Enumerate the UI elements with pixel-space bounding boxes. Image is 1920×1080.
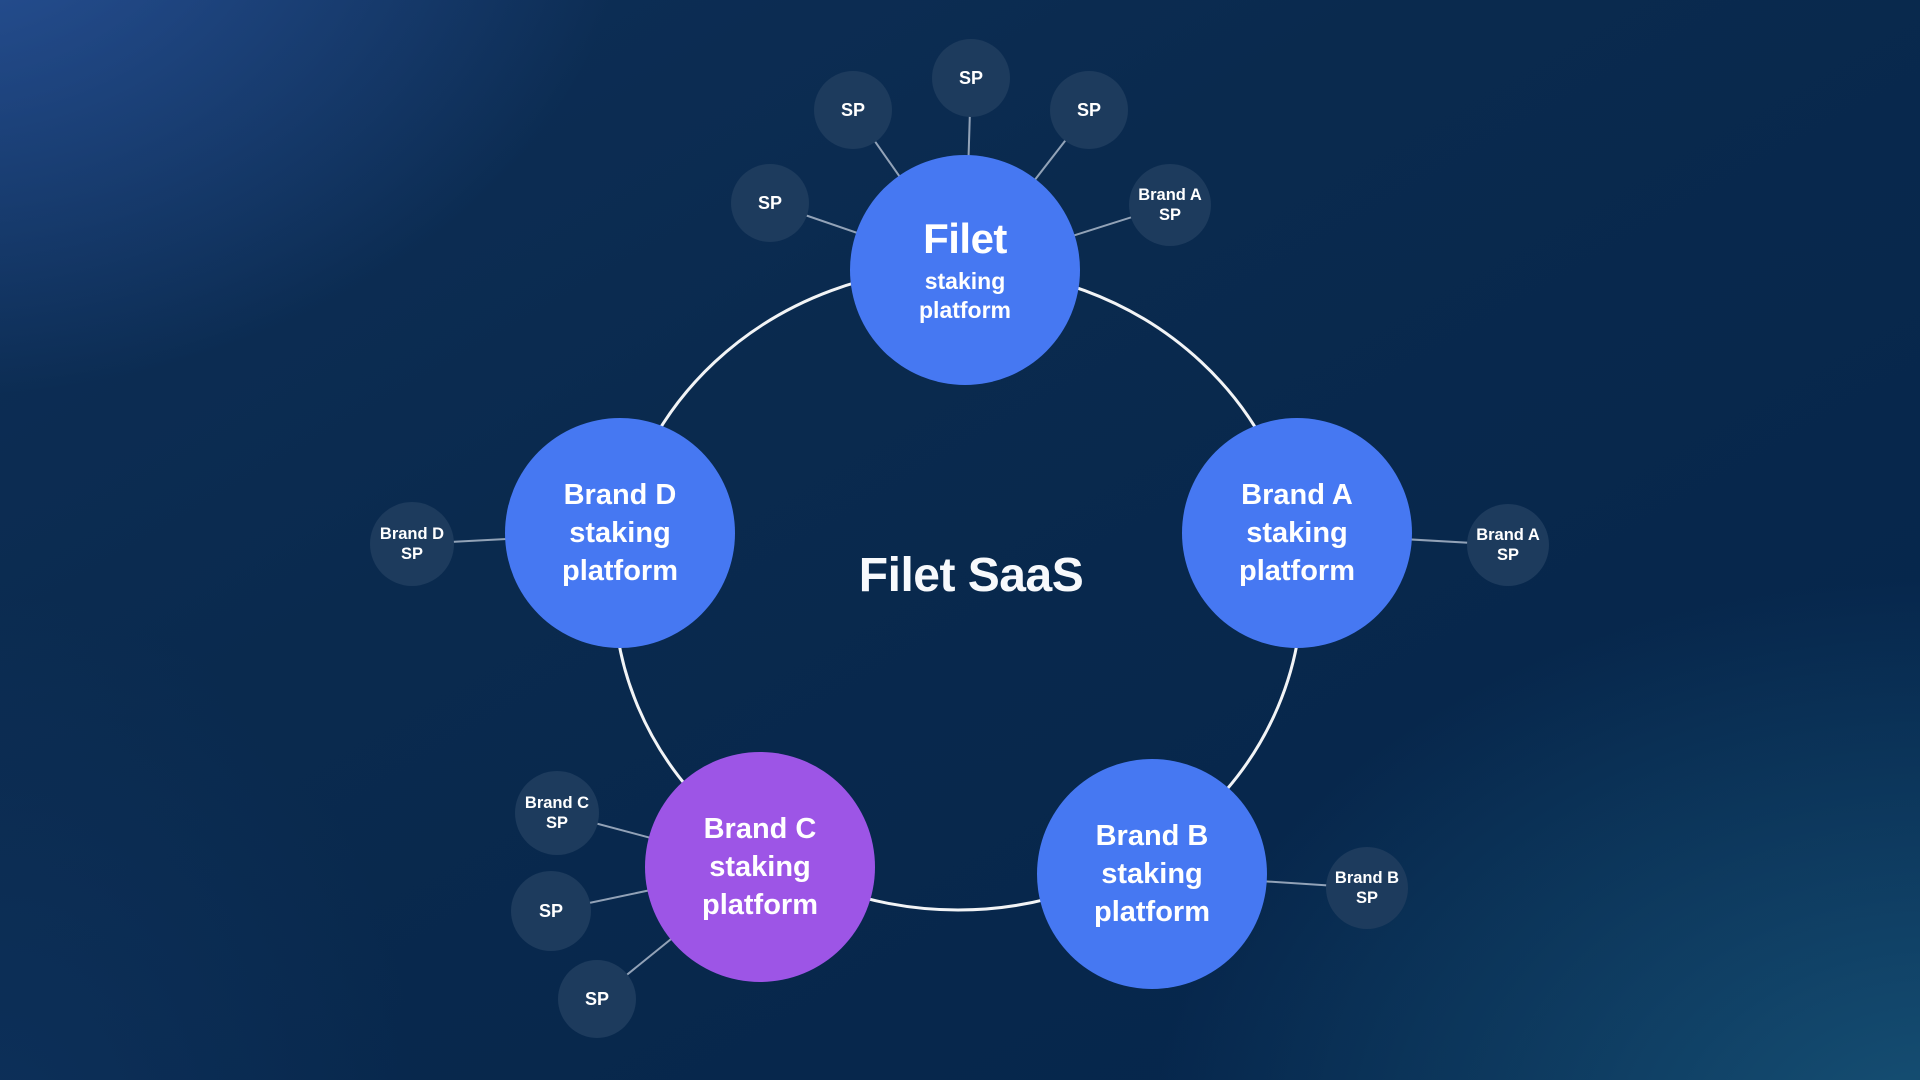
platform-node-filet: Filet staking platform <box>850 155 1080 385</box>
platform-subtitle: staking platform <box>919 267 1011 323</box>
platform-title: Filet <box>923 214 1007 262</box>
platform-subtitle: staking platform <box>702 851 818 921</box>
satellite-node-sp: SP <box>1050 71 1128 149</box>
satellite-node-brand-a-sp: Brand A SP <box>1129 164 1211 246</box>
satellite-node-sp: SP <box>932 39 1010 117</box>
platform-subtitle: staking platform <box>1239 517 1355 587</box>
platform-node-brand-a: Brand A staking platform <box>1182 418 1412 648</box>
platform-node-brand-d: Brand D staking platform <box>505 418 735 648</box>
diagram-center-title: Filet SaaS <box>858 548 1084 602</box>
platform-title: Brand D <box>563 479 677 511</box>
platform-node-brand-c: Brand C staking platform <box>645 752 875 982</box>
platform-title: Brand A <box>1241 479 1353 511</box>
platform-node-brand-b: Brand B staking platform <box>1037 759 1267 989</box>
satellite-node-brand-b-sp: Brand B SP <box>1326 847 1408 929</box>
satellite-node-brand-d-sp: Brand D SP <box>370 502 454 586</box>
platform-subtitle: staking platform <box>1094 858 1210 928</box>
satellite-node-sp: SP <box>731 164 809 242</box>
satellite-node-sp: SP <box>814 71 892 149</box>
satellite-node-brand-c-sp: Brand C SP <box>515 771 599 855</box>
platform-subtitle: staking platform <box>562 517 678 587</box>
satellite-node-sp: SP <box>511 871 591 951</box>
platform-title: Brand B <box>1095 820 1209 852</box>
platform-title: Brand C <box>703 813 817 845</box>
satellite-node-brand-a-sp: Brand A SP <box>1467 504 1549 586</box>
satellite-node-sp: SP <box>558 960 636 1038</box>
